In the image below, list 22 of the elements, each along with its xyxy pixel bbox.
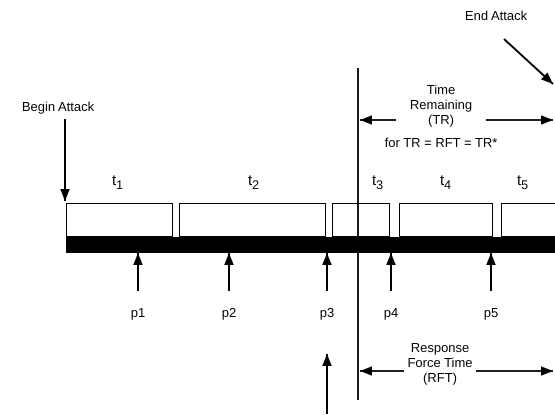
arrow (386, 253, 396, 291)
dimension-label: Time Remaining (TR) (396, 82, 486, 127)
event-label: Begin Attack (10, 99, 106, 116)
arrow (60, 119, 70, 201)
arrow (486, 253, 496, 291)
event-label: End Attack (450, 8, 542, 25)
dimension-label: Response Force Time (RFT) (404, 340, 476, 385)
point-label: p3 (312, 305, 342, 322)
arrow (322, 253, 332, 291)
point-label: p4 (376, 305, 406, 322)
timeline-bar (66, 237, 555, 253)
interval-label: t$_{2}$ (248, 172, 260, 192)
arrow (224, 253, 234, 291)
interval-label: t$_{3}$ (372, 172, 384, 192)
interval-label: t$_{1}$ (112, 172, 124, 192)
point-label: p2 (214, 305, 244, 322)
arrow (503, 38, 554, 85)
interval-label: t$_{4}$ (440, 172, 452, 192)
point-label: p1 (123, 305, 153, 322)
arrow (133, 253, 143, 291)
point-label: p5 (476, 305, 506, 322)
interval-label: t$_{5}$ (517, 172, 528, 192)
